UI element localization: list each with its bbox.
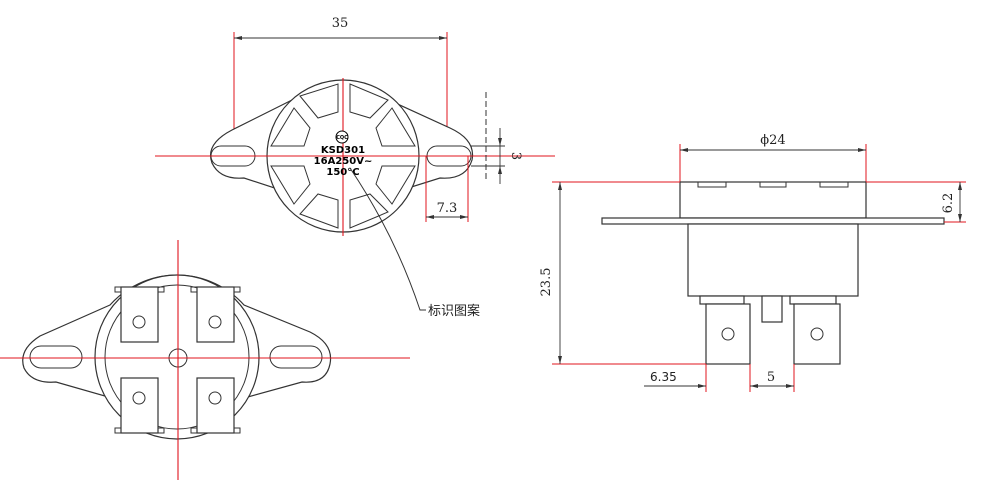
dim-6-35: 6.35: [650, 370, 677, 384]
bottom-view: [0, 240, 410, 480]
dim-23-5: 23.5: [539, 268, 554, 297]
side-stud: [761, 295, 783, 323]
spoke-windows: [270, 83, 416, 229]
bottom-right-slot: [269, 345, 323, 369]
marking-logo: CQC: [336, 135, 348, 141]
terminal-bottom-left: [114, 377, 165, 434]
side-terminal-left: [699, 295, 751, 365]
callout-leader: [349, 167, 426, 311]
marking-model: KSD301: [321, 145, 365, 156]
top-view: 35 CQC KSD301 16A250V~ 150°C 标识图案: [155, 16, 555, 319]
dim-3: 3: [508, 152, 523, 160]
dim-phi-24: ϕ24: [760, 133, 785, 148]
terminal-top-left: [114, 286, 165, 343]
dim-35: 35: [332, 16, 349, 31]
side-terminal-right: [789, 295, 841, 365]
terminal-top-right: [190, 286, 241, 343]
dim-7-3: 7.3: [437, 201, 458, 216]
side-cap: [679, 181, 867, 219]
dim-6-2: 6.2: [941, 193, 956, 214]
marking-rating: 16A250V~: [314, 156, 373, 167]
dim-5: 5: [767, 370, 775, 385]
marking-temp: 150°C: [326, 167, 359, 178]
side-body: [687, 223, 859, 297]
side-flange: [601, 217, 945, 225]
terminal-bottom-right: [190, 377, 241, 434]
bottom-left-slot: [29, 345, 83, 369]
cqc-logo-icon: [335, 130, 349, 144]
side-view: ϕ24 23.5: [539, 133, 966, 392]
callout-label: 标识图案: [428, 304, 480, 319]
